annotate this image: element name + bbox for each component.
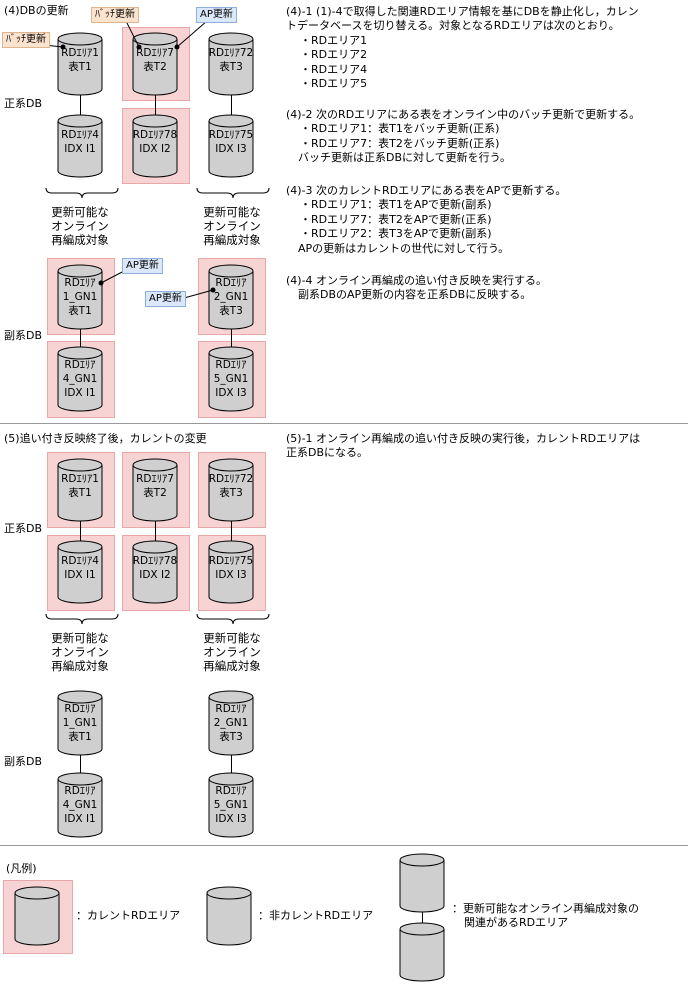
rdarea-cylinder: RDｴﾘｱ 4_GN1 IDX I1: [57, 346, 103, 412]
section5-secondary-label: 副系DB: [4, 755, 43, 768]
grouping-brace: [196, 187, 270, 199]
ap-update-tag: AP更新: [122, 258, 163, 274]
legend-related-cylinder-bottom: [399, 922, 445, 982]
rdarea-cylinder: RDｴﾘｱ72 表T3: [208, 32, 254, 96]
rdarea-cylinder: RDｴﾘｱ4 IDX I1: [57, 540, 103, 604]
connector-line: [80, 754, 81, 778]
step-4-2-text: (4)-2 次のRDエリアにある表をオンライン中のバッチ更新で更新する。 ・RD…: [286, 108, 641, 165]
legend-connector-line: [422, 912, 423, 924]
grouping-brace: [196, 613, 270, 625]
connector-line: [80, 521, 81, 541]
rdarea-cylinder: RDｴﾘｱ72 表T3: [208, 458, 254, 522]
rdarea-cylinder: RDｴﾘｱ 1_GN1 表T1: [57, 690, 103, 756]
step-4-1-text: (4)-1 (1)-4で取得した関連RDエリア情報を基にDBを静止化し，カレン …: [286, 5, 639, 91]
section4-primary-label: 正系DB: [4, 97, 43, 110]
rdarea-cylinder: RDｴﾘｱ78 IDX I2: [132, 540, 178, 604]
rdarea-cylinder: RDｴﾘｱ 2_GN1 表T3: [208, 690, 254, 756]
rdarea-cylinder: RDｴﾘｱ78 IDX I2: [132, 114, 178, 178]
batch-update-tag: ﾊﾞｯﾁ更新: [2, 32, 50, 48]
legend-noncurrent-label: ：非カレントRDエリア: [258, 909, 374, 922]
online-reorg-target-note: 更新可能なオンライン再編成対象: [203, 631, 261, 673]
legend-noncurrent-cylinder: [206, 886, 252, 946]
rdarea-cylinder: RDｴﾘｱ 5_GN1 IDX I3: [208, 772, 254, 838]
online-reorg-target-note: 更新可能なオンライン再編成対象: [203, 205, 261, 247]
online-reorg-target-note: 更新可能なオンライン再編成対象: [51, 205, 109, 247]
connector-line: [231, 754, 232, 778]
rdarea-cylinder: RDｴﾘｱ75 IDX I3: [208, 114, 254, 178]
step-4-4-text: (4)-4 オンライン再編成の追い付き反映を実行する。 副系DBのAP更新の内容…: [286, 274, 548, 302]
section4-title: (4)DBの更新: [4, 4, 69, 17]
rdarea-cylinder: RDｴﾘｱ7 表T2: [132, 458, 178, 522]
online-reorg-target-note: 更新可能なオンライン再編成対象: [51, 631, 109, 673]
rdarea-cylinder: RDｴﾘｱ7 表T2: [132, 32, 178, 96]
connector-line: [231, 328, 232, 350]
ap-update-tag: AP更新: [145, 291, 186, 307]
section5-title: (5)追い付き反映終了後，カレントの変更: [4, 432, 207, 445]
connector-line: [80, 328, 81, 350]
connector-line: [80, 95, 81, 115]
section-divider: [0, 845, 688, 846]
rdarea-cylinder: RDｴﾘｱ 2_GN1 表T3: [208, 264, 254, 330]
batch-update-tag: ﾊﾞｯﾁ更新: [91, 7, 139, 23]
connector-line: [231, 95, 232, 115]
legend-title: (凡例): [6, 862, 37, 875]
ap-update-tag: AP更新: [196, 7, 237, 23]
section-divider: [0, 423, 688, 424]
connector-line: [155, 95, 156, 115]
step-5-1-text: (5)-1 オンライン再編成の追い付き反映の実行後，カレントRDエリアは 正系D…: [286, 432, 641, 460]
step-4-3-text: (4)-3 次のカレントRDエリアにある表をAPで更新する。 ・RDエリア1：表…: [286, 184, 567, 255]
rdarea-cylinder: RDｴﾘｱ 4_GN1 IDX I1: [57, 772, 103, 838]
rdarea-cylinder: RDｴﾘｱ75 IDX I3: [208, 540, 254, 604]
connector-line: [155, 521, 156, 541]
legend-current-label: ：カレントRDエリア: [76, 909, 181, 922]
rdarea-cylinder: RDｴﾘｱ1 表T1: [57, 32, 103, 96]
grouping-brace: [45, 613, 119, 625]
legend-related-label: ：更新可能なオンライン再編成対象の 関連があるRDエリア: [452, 902, 639, 930]
section5-primary-label: 正系DB: [4, 522, 43, 535]
legend-related-cylinder-top: [399, 853, 445, 913]
legend-current-cylinder: [14, 886, 60, 946]
rdarea-cylinder: RDｴﾘｱ 1_GN1 表T1: [57, 264, 103, 330]
rdarea-cylinder: RDｴﾘｱ1 表T1: [57, 458, 103, 522]
connector-line: [231, 521, 232, 541]
grouping-brace: [45, 187, 119, 199]
rdarea-cylinder: RDｴﾘｱ4 IDX I1: [57, 114, 103, 178]
section4-secondary-label: 副系DB: [4, 329, 43, 342]
rdarea-cylinder: RDｴﾘｱ 5_GN1 IDX I3: [208, 346, 254, 412]
